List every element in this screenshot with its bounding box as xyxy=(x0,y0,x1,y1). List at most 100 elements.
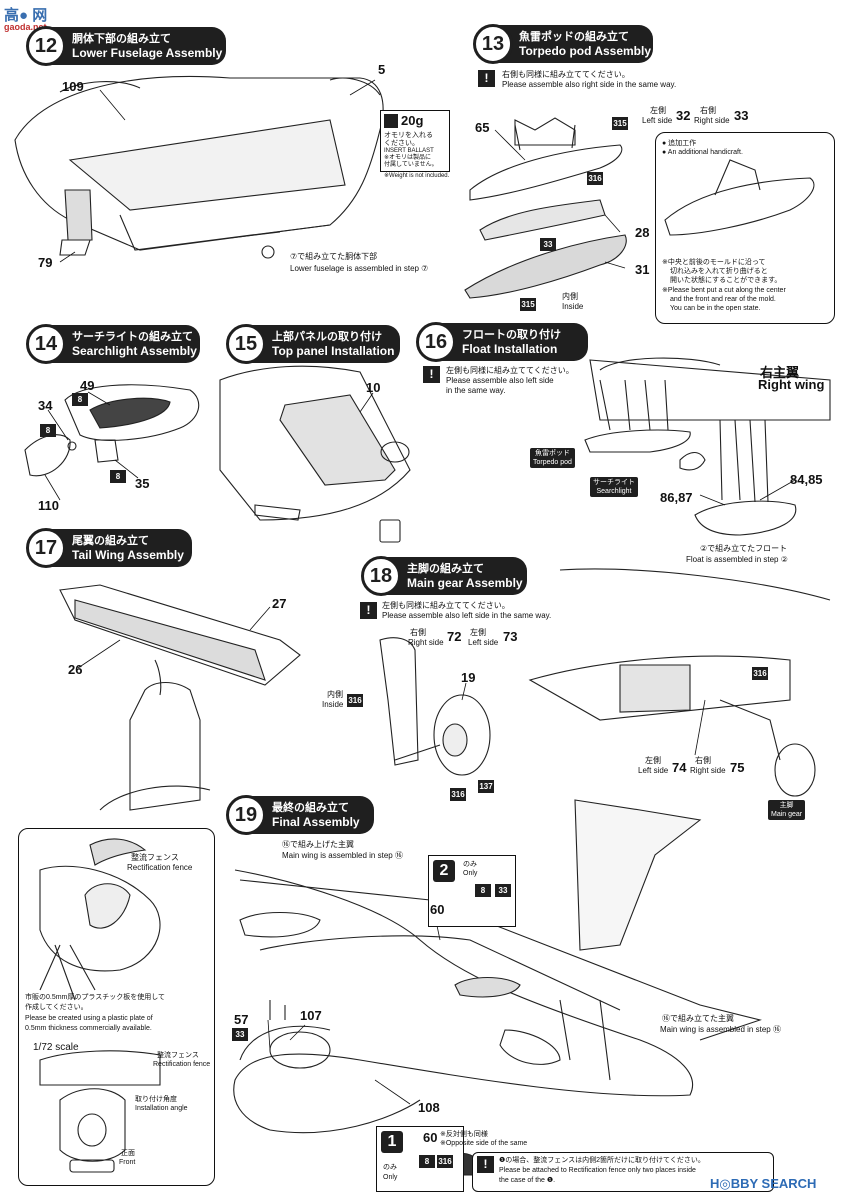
main-gear-jp: 主脚 xyxy=(779,802,794,809)
main-gear-label: 主脚 Main gear xyxy=(768,800,806,820)
step-16-title-en: Float Installation xyxy=(462,342,558,356)
step-16-note-jp: 左側も同様に組み立ててください。 xyxy=(446,366,574,375)
part-75-label: 75 xyxy=(730,760,745,775)
ballast-jp-1: オモリを入れる xyxy=(384,132,433,139)
part-65-label: 65 xyxy=(475,120,490,135)
step-12-note-en: Lower fuselage is assembled in step ⑦ xyxy=(290,264,429,273)
step-18-title-en: Main gear Assembly xyxy=(407,576,523,590)
only-1-tag-316: 316 xyxy=(437,1155,453,1168)
step-16-title-jp: フロートの取り付け xyxy=(462,329,561,341)
gear-inside-jp: 内側 xyxy=(327,690,343,699)
step-13-title-jp: 魚雷ポッドの組み立て xyxy=(519,31,629,43)
opposite-jp: ※反対側も同様 xyxy=(440,1131,488,1138)
part-35-label: 35 xyxy=(135,476,150,491)
step-18-number: 18 xyxy=(361,556,401,596)
right-side-jp: 右側 xyxy=(700,106,716,115)
step-18-note-jp: 左側も同様に組み立ててください。 xyxy=(382,601,510,610)
step-12-number: 12 xyxy=(26,26,66,66)
step-12-header: 胴体下部の組み立て Lower Fuselage Assembly xyxy=(46,27,226,65)
wing16-note-en: Main wing is assembled in step ⑯ xyxy=(282,851,403,860)
part-26-label: 26 xyxy=(68,662,83,677)
tag-137: 137 xyxy=(478,780,494,793)
weight-icon xyxy=(384,114,398,128)
step-12-title-jp: 胴体下部の組み立て xyxy=(72,33,171,45)
tag-8-b: 8 xyxy=(40,424,56,437)
step-16-note-en-2: in the same way. xyxy=(446,386,506,395)
ballast-not-included-en: ※Weight is not included. xyxy=(384,173,450,179)
step-17-header: 尾翼の組み立て Tail Wing Assembly xyxy=(46,529,192,567)
searchlight-en: Searchlight xyxy=(596,488,632,495)
step-13-note-icon: ! xyxy=(478,70,495,87)
inside-jp: 内側 xyxy=(562,292,578,301)
step-16-note-en-1: Please assemble also left side xyxy=(446,376,554,385)
step-15-title-jp: 上部パネルの取り付け xyxy=(272,331,382,343)
plastic-jp-1: 市販の0.5mm厚のプラスチック板を使用して xyxy=(25,994,166,1001)
step-14-number: 14 xyxy=(26,324,66,364)
part-107-label: 107 xyxy=(300,1008,322,1023)
part-72-label: 72 xyxy=(447,629,462,644)
plastic-en-2: 0.5mm thickness commercially available. xyxy=(25,1025,152,1032)
step-13-note-jp: 右側も同様に組み立ててください。 xyxy=(502,70,630,79)
fence-note-icon: ! xyxy=(477,1156,494,1173)
step-12-note-jp: ⑦で組み立てた胴体下部 xyxy=(290,252,378,261)
ballast-en: INSERT BALLAST xyxy=(384,148,434,154)
plastic-jp-2: 作成してください。 xyxy=(25,1004,88,1011)
float-note-en: Float is assembled in step ② xyxy=(686,555,788,564)
fence2-jp: 整流フェンス xyxy=(157,1052,199,1059)
handicraft-jp: ● 追加工作 xyxy=(662,140,697,147)
tag-316: 316 xyxy=(587,172,603,185)
step-17-number: 17 xyxy=(26,528,66,568)
wing16b-note-en: Main wing is assembled in step ⑯ xyxy=(660,1025,781,1034)
part-84-85-label: 84,85 xyxy=(790,472,823,487)
fence-note-box: ! ❶の場合、整流フェンスは内側2箇所だけに取り付けてください。 Please … xyxy=(472,1152,774,1192)
part-28-label: 28 xyxy=(635,225,650,240)
part-33-label: 33 xyxy=(734,108,749,123)
part-10-label: 10 xyxy=(366,380,381,395)
part-74-label: 74 xyxy=(672,760,687,775)
gear-right-side2-jp: 右側 xyxy=(695,756,711,765)
mold-jp-1: ※中央と前後のモールドに沿って xyxy=(662,259,766,266)
step-13-note-en: Please assemble also right side in the s… xyxy=(502,80,677,89)
mold-en-1: ※Please bent put a cut along the center xyxy=(662,287,786,294)
hobby-search-watermark: H◎BBY SEARCH xyxy=(710,1176,817,1191)
angle-jp: 取り付け角度 xyxy=(135,1096,177,1103)
right-wing-en: Right wing xyxy=(758,377,825,392)
gear-left-side-jp: 左側 xyxy=(470,628,486,637)
torpedo-pod-en: Torpedo pod xyxy=(533,459,572,466)
tag-8-c: 8 xyxy=(110,470,126,483)
searchlight-label: サーチライト Searchlight xyxy=(590,477,638,497)
gear-left-side2-en: Left side xyxy=(638,766,669,775)
step-16-number: 16 xyxy=(416,322,456,362)
part-79-label: 79 xyxy=(38,255,53,270)
only-1-tag-8: 8 xyxy=(419,1155,435,1168)
scale-label: 1/72 scale xyxy=(33,1042,79,1053)
step-13-header: 魚雷ポッドの組み立て Torpedo pod Assembly xyxy=(493,25,653,63)
tag-315-b: 315 xyxy=(520,298,536,311)
step-16-header: フロートの取り付け Float Installation xyxy=(436,323,588,361)
only-2-box: 2 のみ Only 8 33 xyxy=(428,855,516,927)
part-31-label: 31 xyxy=(635,262,650,277)
angle-en: Installation angle xyxy=(135,1105,188,1112)
step-15-number: 15 xyxy=(226,324,266,364)
part-110-label: 110 xyxy=(38,498,59,513)
only-1-jp: のみ xyxy=(383,1164,397,1171)
part-60-label-a: 60 xyxy=(430,902,445,917)
ballast-jp-3: ※オモリは製品に xyxy=(384,155,432,161)
only-2-number: 2 xyxy=(433,860,455,882)
step-13-title-en: Torpedo pod Assembly xyxy=(519,44,652,58)
part-108-label: 108 xyxy=(418,1100,440,1115)
only-2-tag-33: 33 xyxy=(495,884,511,897)
step-17-title-en: Tail Wing Assembly xyxy=(72,548,184,562)
gear-inside-en: Inside xyxy=(322,700,344,709)
step-18-header: 主脚の組み立て Main gear Assembly xyxy=(381,557,527,595)
only-2-tag-8: 8 xyxy=(475,884,491,897)
tag-316-gear-b: 316 xyxy=(450,788,466,801)
part-19-wheel-label: 19 xyxy=(461,670,476,685)
ballast-jp-2: ください。 xyxy=(384,140,419,147)
front-jp: 正面 xyxy=(121,1150,135,1157)
step-18-note-icon: ! xyxy=(360,602,377,619)
right-wing-jp: 右主翼 xyxy=(760,365,800,380)
opposite-en: ※Opposite side of the same xyxy=(440,1140,528,1147)
rectification-fence-inset: 整流フェンス Rectification fence 市販の0.5mm厚のプラス… xyxy=(18,828,215,1186)
fence-en: Rectification fence xyxy=(127,863,193,872)
